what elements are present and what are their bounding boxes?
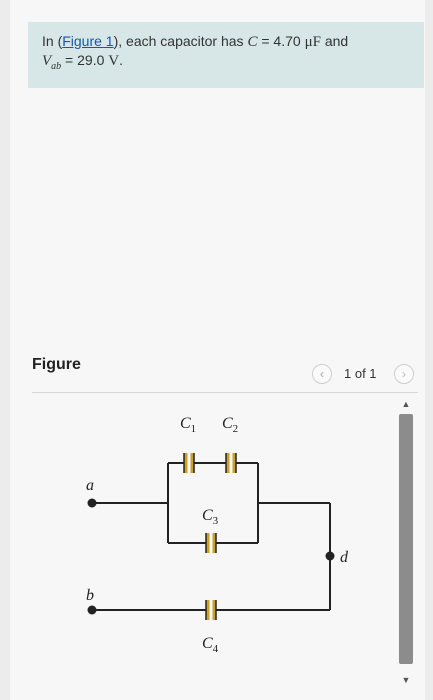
prompt-text-1: In ( bbox=[42, 33, 63, 49]
capacitance-unit: μF bbox=[304, 34, 321, 50]
terminal-a bbox=[87, 498, 97, 508]
scroll-down-icon[interactable]: ▼ bbox=[401, 675, 411, 685]
page-counter: 1 of 1 bbox=[344, 366, 377, 381]
circuit-figure: a b d C1 C2 C3 C4 bbox=[60, 400, 390, 690]
voltage-value: = 29.0 bbox=[61, 52, 109, 68]
capacitance-symbol: C bbox=[247, 34, 258, 50]
prompt-and: and bbox=[320, 33, 349, 49]
scroll-up-icon[interactable]: ▲ bbox=[401, 399, 411, 409]
figure-heading: Figure bbox=[32, 356, 81, 373]
circuit-diagram: a b d C1 C2 C3 C4 bbox=[86, 415, 349, 655]
divider bbox=[32, 392, 418, 393]
label-c2: C2 bbox=[222, 415, 238, 435]
label-d: d bbox=[340, 549, 349, 566]
figure-pager: ‹ 1 of 1 › bbox=[306, 364, 418, 386]
prompt-text-2: ), each capacitor has bbox=[113, 33, 248, 49]
label-a: a bbox=[86, 477, 94, 494]
terminal-b bbox=[87, 605, 97, 615]
chevron-left-icon[interactable]: ‹ bbox=[312, 364, 332, 384]
terminal-d bbox=[325, 551, 335, 561]
problem-statement: In (Figure 1), each capacitor has C = 4.… bbox=[28, 22, 424, 88]
scroll-thumb[interactable] bbox=[399, 414, 413, 664]
capacitance-value: = 4.70 bbox=[257, 33, 305, 49]
prompt-period: . bbox=[119, 52, 123, 68]
label-c3: C3 bbox=[202, 507, 219, 527]
figure-link[interactable]: Figure 1 bbox=[62, 33, 114, 49]
figure-scrollbar[interactable]: ▲ ▼ bbox=[396, 396, 416, 688]
capacitor-plate-edges bbox=[183, 453, 237, 620]
label-c4: C4 bbox=[202, 635, 219, 655]
voltage-subscript: ab bbox=[51, 60, 62, 72]
label-c1: C1 bbox=[180, 415, 196, 435]
circuit-wires bbox=[92, 462, 331, 611]
chevron-right-icon[interactable]: › bbox=[394, 364, 414, 384]
voltage-symbol: V bbox=[42, 53, 52, 69]
label-b: b bbox=[86, 587, 94, 604]
page-container: In (Figure 1), each capacitor has C = 4.… bbox=[10, 0, 425, 700]
capacitor-plates bbox=[184, 453, 236, 620]
voltage-unit: V bbox=[108, 53, 120, 69]
